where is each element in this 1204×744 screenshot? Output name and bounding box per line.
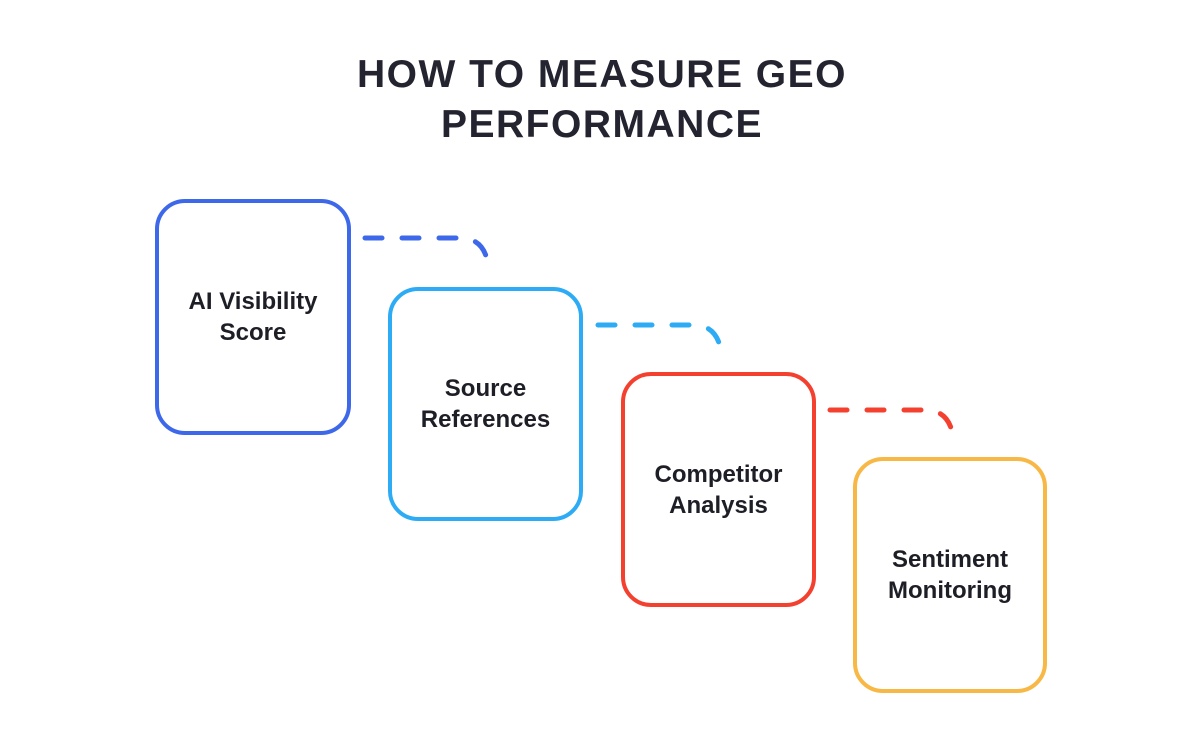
node-sentiment-monitoring: Sentiment Monitoring bbox=[853, 457, 1047, 693]
node-label-competitor-analysis: Competitor Analysis bbox=[654, 460, 783, 519]
dashed-connector-2 bbox=[595, 322, 724, 354]
page-title: HOW TO MEASURE GEO PERFORMANCE bbox=[357, 53, 847, 146]
dashed-connector-3 bbox=[827, 407, 956, 439]
node-label-ai-visibility-score: AI Visibility Score bbox=[188, 288, 318, 346]
node-source-references: Source References bbox=[388, 287, 583, 521]
node-competitor-analysis: Competitor Analysis bbox=[621, 372, 816, 607]
node-label-sentiment-monitoring: Sentiment Monitoring bbox=[888, 546, 1012, 604]
node-ai-visibility-score: AI Visibility Score bbox=[155, 199, 351, 435]
node-label-source-references: Source References bbox=[420, 375, 551, 433]
dashed-connector-1 bbox=[362, 235, 491, 267]
